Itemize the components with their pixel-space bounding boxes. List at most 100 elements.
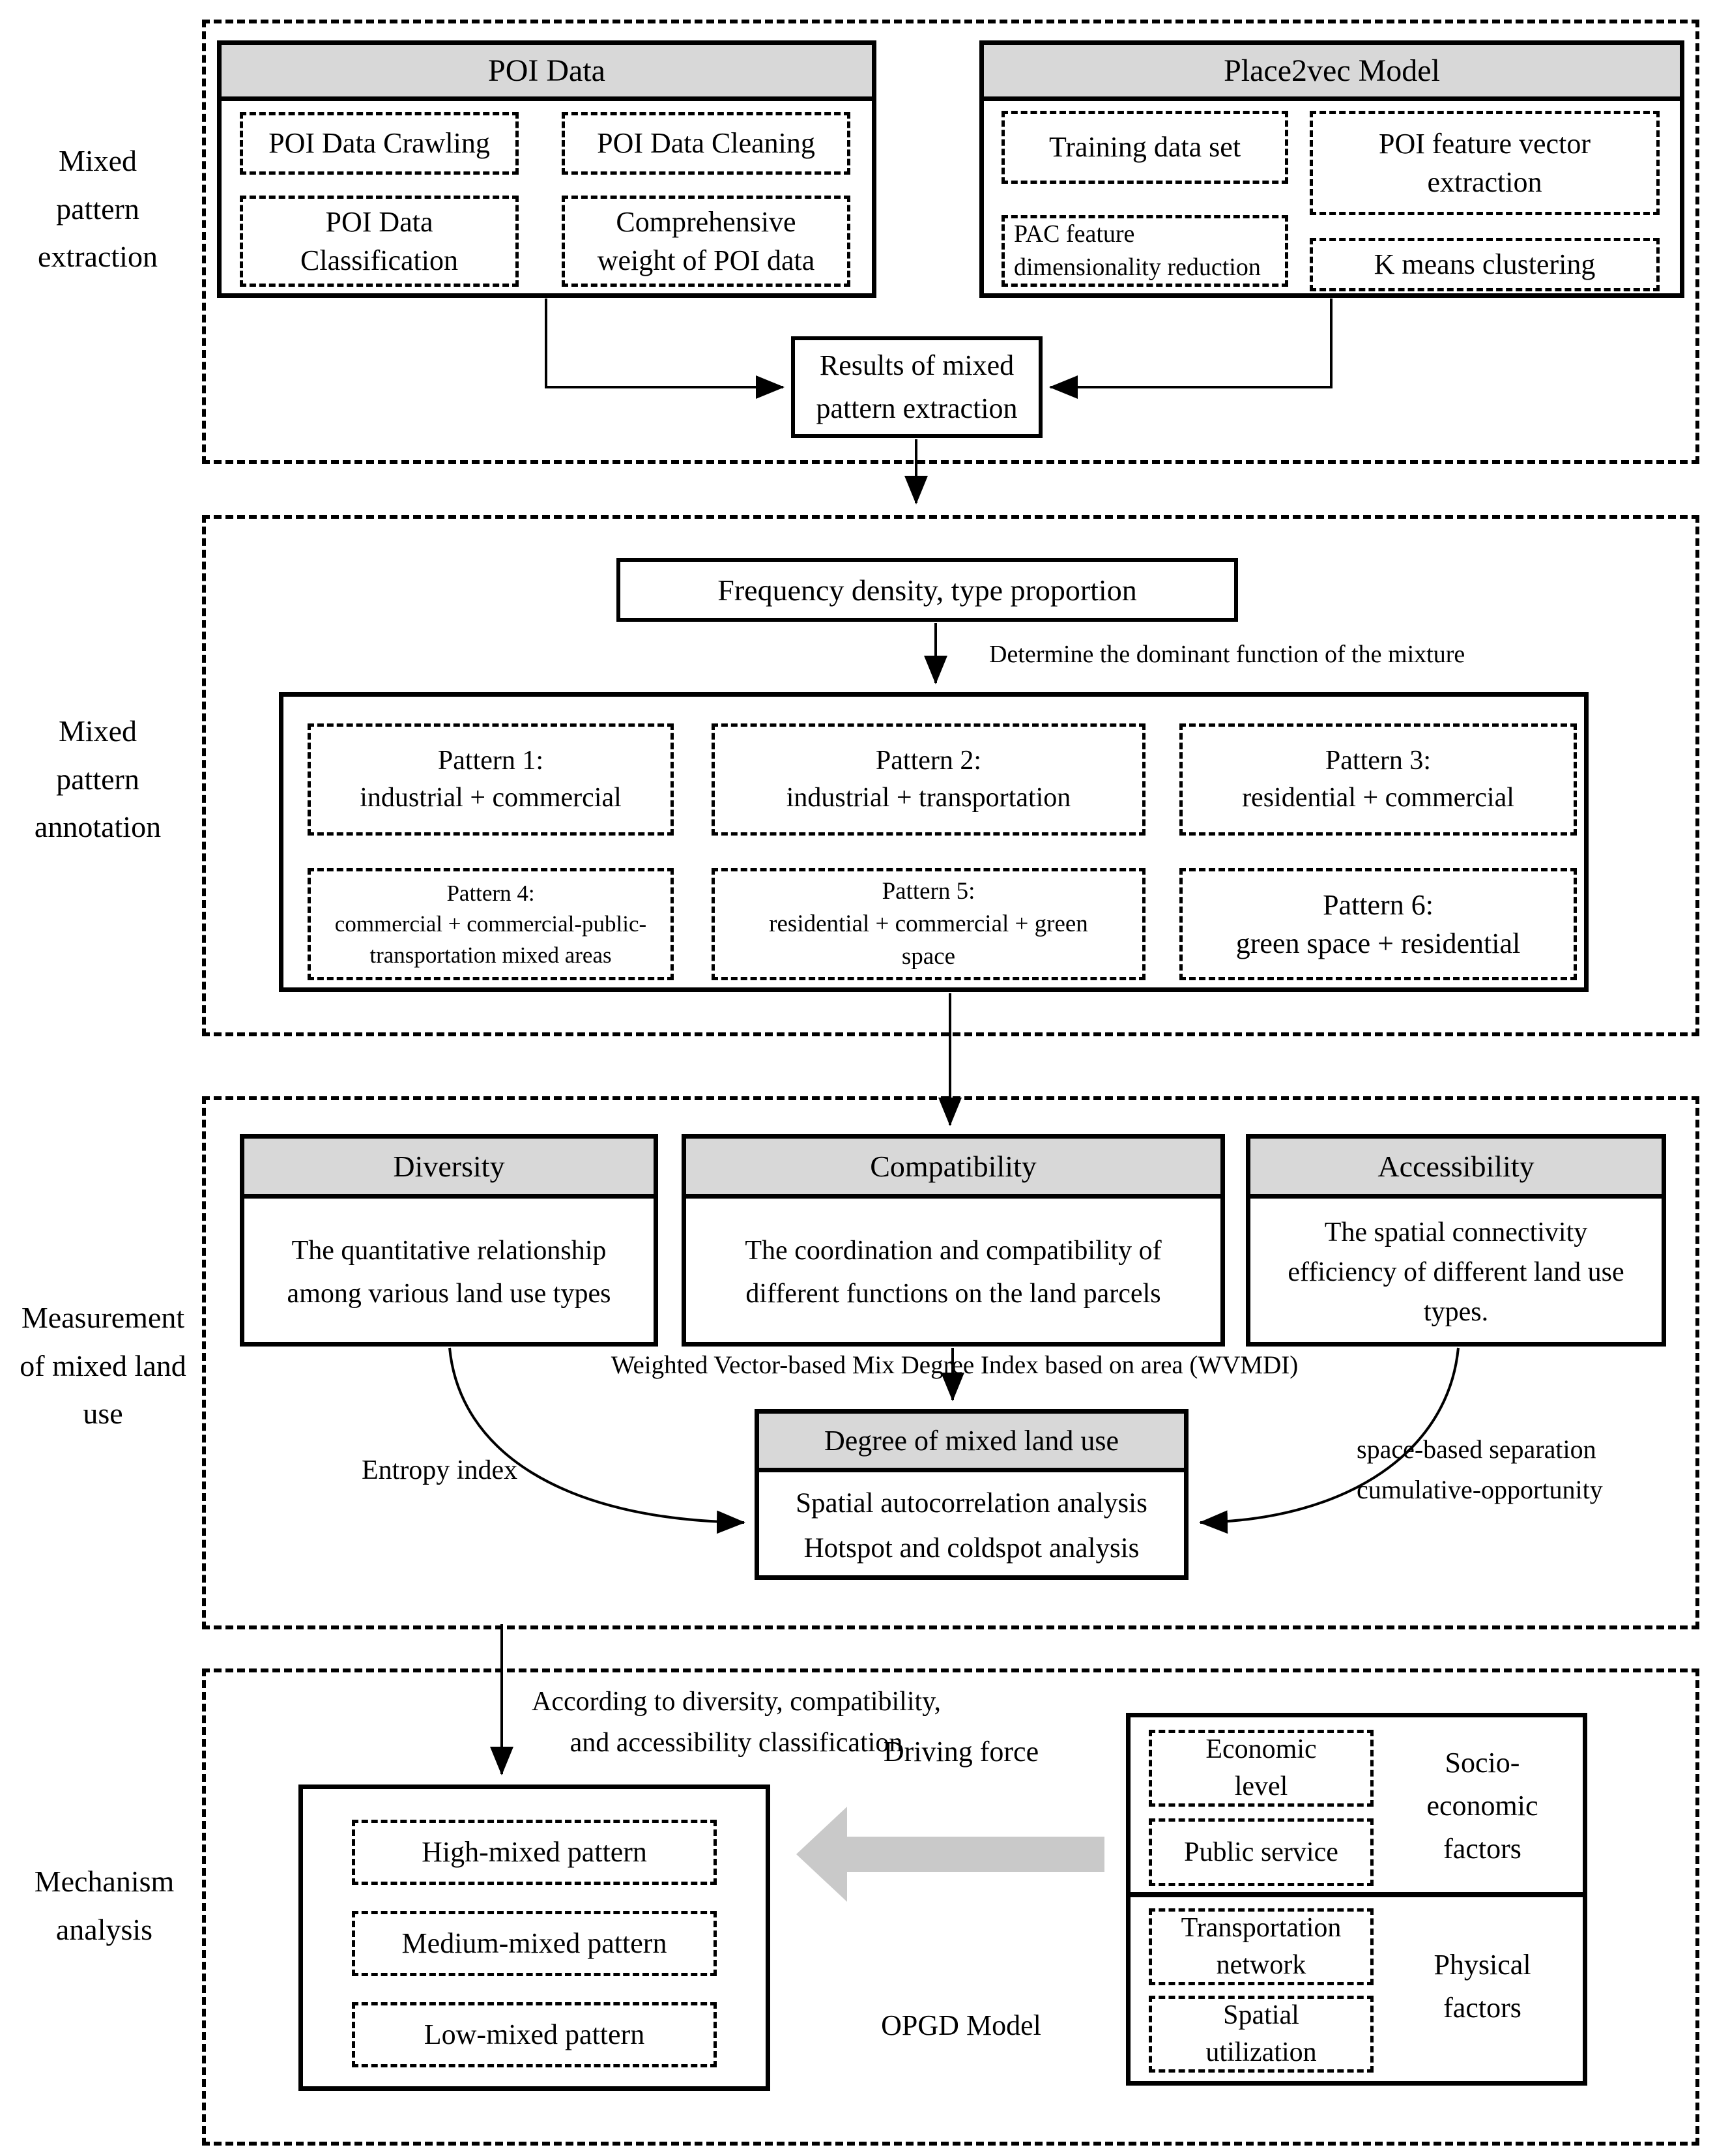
compatibility-desc-text: The coordination and compatibility of di… [745,1236,1162,1309]
poi-weight-label: Comprehensive weight of POI data [597,205,815,276]
poi-feature-vector-label: POI feature vector extraction [1379,127,1591,198]
degree-line1: Spatial autocorrelation analysis [796,1487,1147,1519]
pattern-4-box: Pattern 4: commercial + commercial-publi… [308,868,674,980]
pattern-2-desc: industrial + transportation [786,783,1071,813]
section-mechanism-frame [202,1668,1699,2146]
pattern-1-title: Pattern 1: [437,746,544,776]
results-box: Results of mixed pattern extraction [791,336,1043,438]
economic-level-label: Economic level [1205,1734,1317,1801]
diversity-desc: The quantitative relationship among vari… [244,1203,654,1342]
pattern-3-desc: residential + commercial [1242,783,1514,813]
frequency-label: Frequency density, type proportion [717,573,1137,607]
poi-cleaning-label: POI Data Cleaning [597,127,815,160]
poi-crawling-box: POI Data Crawling [240,112,519,175]
pattern-6-box: Pattern 6: green space + residential [1179,868,1577,980]
factors-divider [1131,1892,1583,1897]
pac-reduction-box: PAC feature dimensionality reduction [1002,215,1288,287]
poi-crawling-label: POI Data Crawling [268,127,490,160]
degree-title: Degree of mixed land use [824,1425,1119,1457]
training-dataset-label: Training data set [1048,131,1241,164]
diversity-box: Diversity The quantitative relationship … [240,1134,658,1347]
degree-body: Spatial autocorrelation analysis Hotspot… [759,1477,1184,1575]
pattern-1-desc: industrial + commercial [360,783,622,813]
socio-economic-label: Socio-economic factors [1401,1741,1564,1871]
medium-mixed-label: Medium-mixed pattern [401,1927,667,1960]
pattern-3-box: Pattern 3: residential + commercial [1179,723,1577,836]
pac-reduction-label: PAC feature dimensionality reduction [1014,220,1261,281]
driving-force-label: Driving force [818,1735,1104,1768]
according-text: According to diversity, compatibility, a… [521,1682,951,1764]
public-service-box: Public service [1149,1818,1374,1886]
accessibility-desc-text: The spatial connectivity efficiency of d… [1288,1217,1624,1327]
degree-header: Degree of mixed land use [759,1414,1184,1472]
accessibility-box: Accessibility The spatial connectivity e… [1246,1134,1666,1347]
place2vec-header: Place2vec Model [984,45,1680,101]
kmeans-box: K means clustering [1310,238,1660,291]
cumulative-label: cumulative-opportunity [1357,1475,1603,1504]
place2vec-title: Place2vec Model [1224,53,1440,88]
medium-mixed-box: Medium-mixed pattern [352,1911,717,1976]
training-dataset-box: Training data set [1002,111,1288,184]
pattern-6-title: Pattern 6: [1323,888,1434,921]
pattern-3-title: Pattern 3: [1325,746,1432,776]
physical-factors-text: Physical factors [1434,1949,1531,2024]
accessibility-title: Accessibility [1377,1150,1535,1183]
side-label-mechanism: Mechanism analysis [34,1865,175,1946]
diversity-header: Diversity [244,1139,654,1199]
pattern-5-desc: residential + commercial + green space [769,910,1088,970]
degree-line2: Hotspot and coldspot analysis [803,1532,1140,1564]
diversity-desc-text: The quantitative relationship among vari… [287,1236,611,1309]
poi-data-header: POI Data [222,45,872,101]
poi-feature-vector-box: POI feature vector extraction [1310,111,1660,215]
results-label: Results of mixed pattern extraction [816,349,1018,424]
opgd-label: OPGD Model [818,2009,1104,2042]
low-mixed-label: Low-mixed pattern [424,2018,645,2051]
pattern-1-box: Pattern 1: industrial + commercial [308,723,674,836]
compatibility-desc: The coordination and compatibility of di… [686,1203,1220,1342]
entropy-label: Entropy index [362,1455,518,1485]
side-label-extraction: Mixed pattern extraction [38,144,158,274]
space-based-label: space-based separation [1357,1435,1596,1464]
diversity-title: Diversity [393,1150,505,1183]
economic-level-box: Economic level [1149,1730,1374,1807]
compatibility-title: Compatibility [870,1150,1037,1183]
compatibility-header: Compatibility [686,1139,1220,1199]
transportation-network-box: Transportation network [1149,1908,1374,1985]
low-mixed-box: Low-mixed pattern [352,2002,717,2067]
wvmdi-label: Weighted Vector-based Mix Degree Index b… [611,1351,1299,1379]
accessibility-desc: The spatial connectivity efficiency of d… [1250,1203,1662,1342]
poi-cleaning-box: POI Data Cleaning [562,112,850,175]
opgd-text: OPGD Model [881,2009,1041,2041]
socio-economic-text: Socio-economic factors [1426,1747,1538,1865]
degree-box: Degree of mixed land use Spatial autocor… [755,1409,1189,1580]
poi-classification-box: POI Data Classification [240,196,519,287]
driving-force-text: Driving force [883,1736,1039,1768]
side-label-annotation: Mixed pattern annotation [34,714,162,844]
pattern-5-box: Pattern 5: residential + commercial + gr… [712,868,1146,980]
pattern-2-title: Pattern 2: [875,746,982,776]
public-service-label: Public service [1184,1837,1338,1867]
pattern-6-desc: green space + residential [1235,927,1521,959]
poi-classification-label: POI Data Classification [300,205,458,276]
determine-text: Determine the dominant function of the m… [989,641,1465,668]
pattern-5-title: Pattern 5: [882,878,975,905]
pattern-4-desc: commercial + commercial-public-transport… [334,911,647,968]
spatial-utilization-box: Spatial utilization [1149,1996,1374,2073]
transportation-network-label: Transportation network [1181,1913,1342,1980]
high-mixed-box: High-mixed pattern [352,1820,717,1885]
accessibility-header: Accessibility [1250,1139,1662,1199]
spatial-utilization-label: Spatial utilization [1205,2000,1317,2067]
side-label-measurement: Measurement of mixed land use [20,1301,186,1431]
pattern-2-box: Pattern 2: industrial + transportation [712,723,1146,836]
physical-factors-label: Physical factors [1401,1944,1564,2030]
poi-data-title: POI Data [488,53,605,88]
frequency-box: Frequency density, type proportion [616,558,1238,622]
high-mixed-label: High-mixed pattern [422,1836,647,1869]
compatibility-box: Compatibility The coordination and compa… [682,1134,1225,1347]
pattern-4-title: Pattern 4: [446,881,535,907]
according-label: According to diversity, compatibility, a… [532,1687,941,1758]
poi-weight-box: Comprehensive weight of POI data [562,196,850,287]
kmeans-label: K means clustering [1374,248,1596,281]
section-extraction-frame [202,20,1699,464]
